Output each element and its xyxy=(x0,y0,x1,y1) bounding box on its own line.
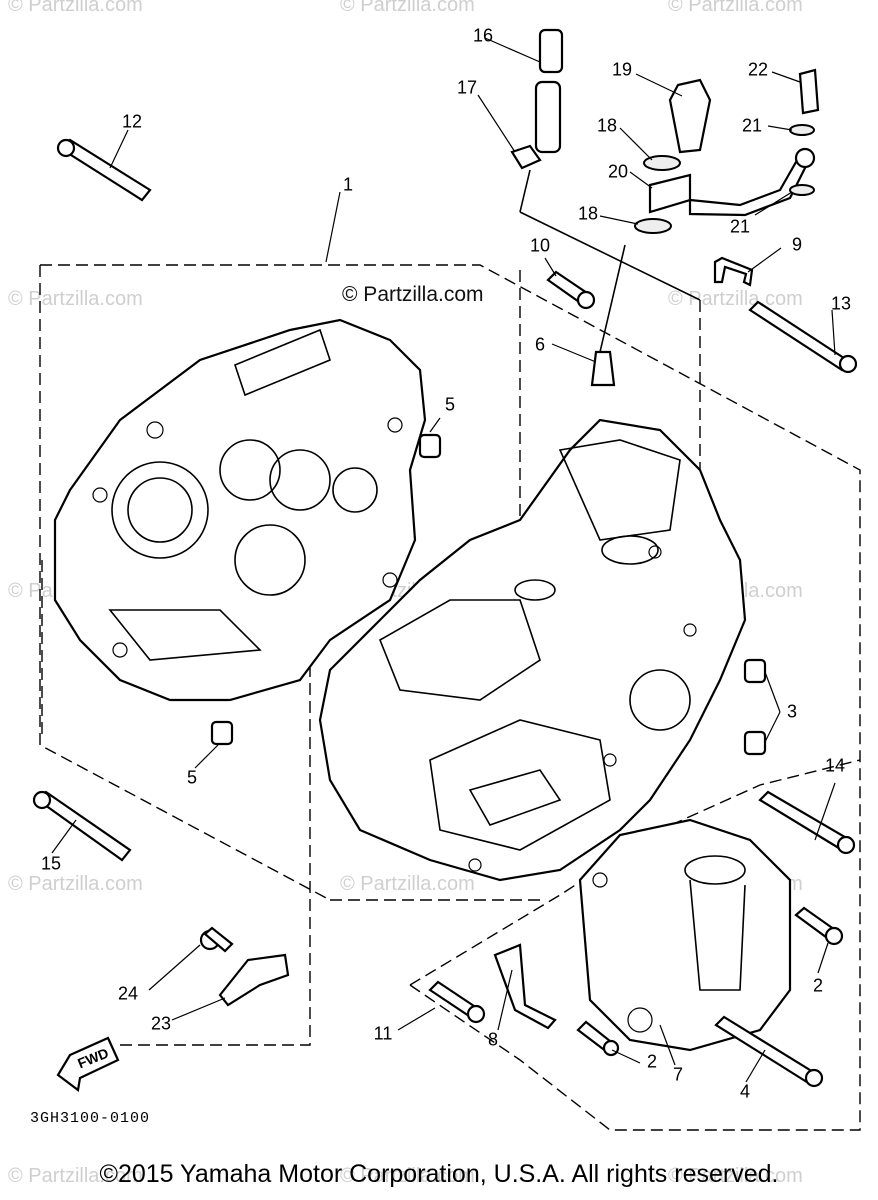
copyright-notice: ©2015 Yamaha Motor Corporation, U.S.A. A… xyxy=(99,1160,779,1188)
callout-23: 23 xyxy=(150,1013,172,1034)
watermark: © Partzilla.com xyxy=(340,873,475,895)
callout-17: 17 xyxy=(456,77,478,98)
leader-lines xyxy=(51,37,836,1083)
watermark: © Partzilla.com xyxy=(8,0,143,16)
watermark: © Partzilla.com xyxy=(668,1165,803,1187)
dowel-pins xyxy=(210,433,767,756)
callout-4: 4 xyxy=(739,1081,751,1102)
callout-18: 18 xyxy=(577,203,599,224)
callout-2: 2 xyxy=(812,975,824,996)
callout-18: 18 xyxy=(596,115,618,136)
callout-21: 21 xyxy=(741,115,763,136)
callout-5: 5 xyxy=(444,394,456,415)
assembly-outline-left xyxy=(39,264,861,1131)
callout-16: 16 xyxy=(472,25,494,46)
watermark: © Partzilla.com xyxy=(8,1165,143,1187)
callout-19: 19 xyxy=(611,59,633,80)
right-crankcase xyxy=(318,418,747,882)
bracket xyxy=(713,256,754,287)
forward-arrow-icon xyxy=(56,1036,120,1092)
callout-21: 21 xyxy=(729,216,751,237)
watermark: © Partzilla.com xyxy=(8,288,143,310)
callout-5: 5 xyxy=(186,767,198,788)
callout-10: 10 xyxy=(529,235,551,256)
watermark: © Partzilla.com xyxy=(668,0,803,16)
callout-3: 3 xyxy=(786,701,798,722)
watermark: © Partzilla.com xyxy=(340,1165,475,1187)
clamp xyxy=(218,953,290,1007)
callout-7: 7 xyxy=(672,1064,684,1085)
crankcase-cover xyxy=(578,818,792,1052)
oil-line-assembly xyxy=(510,28,820,387)
watermark: © Partzilla.com xyxy=(668,288,803,310)
watermark: © Partzilla.com xyxy=(8,873,143,895)
center-watermark: © Partzilla.com xyxy=(342,283,484,306)
callout-9: 9 xyxy=(791,234,803,255)
bolts xyxy=(32,138,858,1088)
callout-2: 2 xyxy=(646,1051,658,1072)
callout-22: 22 xyxy=(747,59,769,80)
watermark: © Partzilla.com xyxy=(340,0,475,16)
callout-20: 20 xyxy=(607,161,629,182)
callout-24: 24 xyxy=(117,983,139,1004)
callout-15: 15 xyxy=(40,853,62,874)
callout-13: 13 xyxy=(830,293,852,314)
callout-12: 12 xyxy=(121,111,143,132)
left-crankcase xyxy=(53,318,427,702)
callout-1: 1 xyxy=(342,174,354,195)
callout-11: 11 xyxy=(373,1023,393,1044)
callout-6: 6 xyxy=(534,334,546,355)
callout-8: 8 xyxy=(487,1029,499,1050)
callout-14: 14 xyxy=(824,755,846,776)
plate xyxy=(493,943,557,1030)
part-code: 3GH3100-0100 xyxy=(30,1110,151,1127)
